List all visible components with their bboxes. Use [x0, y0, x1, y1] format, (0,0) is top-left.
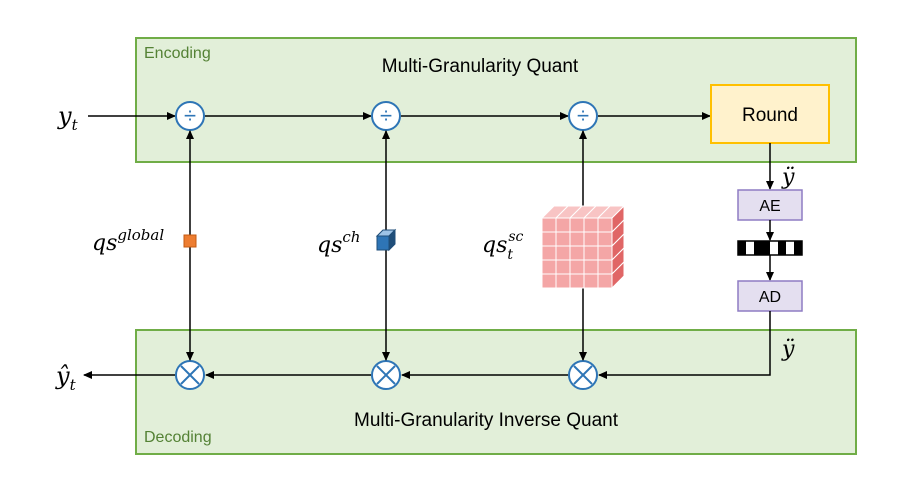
- qs-sc-tensor-icon: [540, 204, 626, 290]
- output-label: ŷt: [55, 362, 77, 394]
- qs-sc-label: qssc t: [482, 229, 524, 263]
- qs-global-cube-icon: [183, 234, 197, 248]
- qs-sc-base: qs: [482, 233, 507, 258]
- y-ddot-label-bottom: ÿ: [781, 337, 795, 362]
- divide-symbol: ÷: [577, 103, 589, 128]
- ae-block: [737, 189, 803, 221]
- input-label: yt: [57, 102, 79, 134]
- output-label-sub: t: [70, 376, 77, 394]
- qs-ch-cube-icon: [375, 228, 397, 252]
- divide-symbol: ÷: [380, 103, 392, 128]
- divide-symbol: ÷: [184, 103, 196, 128]
- divide-operator-3: ÷: [568, 101, 598, 131]
- multiply-operator-3: [568, 360, 598, 390]
- qs-ch-sup: ch: [342, 228, 360, 246]
- ad-label: AD: [759, 289, 781, 306]
- output-label-base: ŷ: [55, 362, 70, 390]
- multiply-operator-2: [371, 360, 401, 390]
- ad-block: [737, 280, 803, 312]
- decoding-title: Multi-Granularity Inverse Quant: [354, 410, 619, 431]
- encoding-tag: Encoding: [144, 45, 211, 62]
- decoding-tag: Decoding: [144, 429, 212, 446]
- qs-ch-label: qsch: [317, 228, 360, 258]
- divide-operator-1: ÷: [175, 101, 205, 131]
- round-label: Round: [742, 105, 798, 126]
- y-ddot-label-top: ÿ: [781, 165, 795, 190]
- edge-ad-to-mul3: [598, 311, 771, 379]
- qs-ch-base: qs: [317, 233, 342, 258]
- encoding-title: Multi-Granularity Quant: [382, 56, 579, 77]
- qs-sc-sub: t: [507, 247, 513, 263]
- multiply-operator-1: [175, 360, 205, 390]
- qs-global-label: qsglobal: [92, 226, 164, 256]
- input-label-base: y: [57, 102, 72, 130]
- qs-global-base: qs: [92, 231, 117, 256]
- input-label-sub: t: [72, 116, 79, 134]
- qs-sc-sup: sc: [508, 229, 523, 245]
- bitstream-icon: [737, 240, 803, 256]
- qs-global-sup: global: [117, 226, 164, 244]
- decoding-box: [135, 329, 857, 455]
- ae-label: AE: [759, 198, 780, 215]
- divide-operator-2: ÷: [371, 101, 401, 131]
